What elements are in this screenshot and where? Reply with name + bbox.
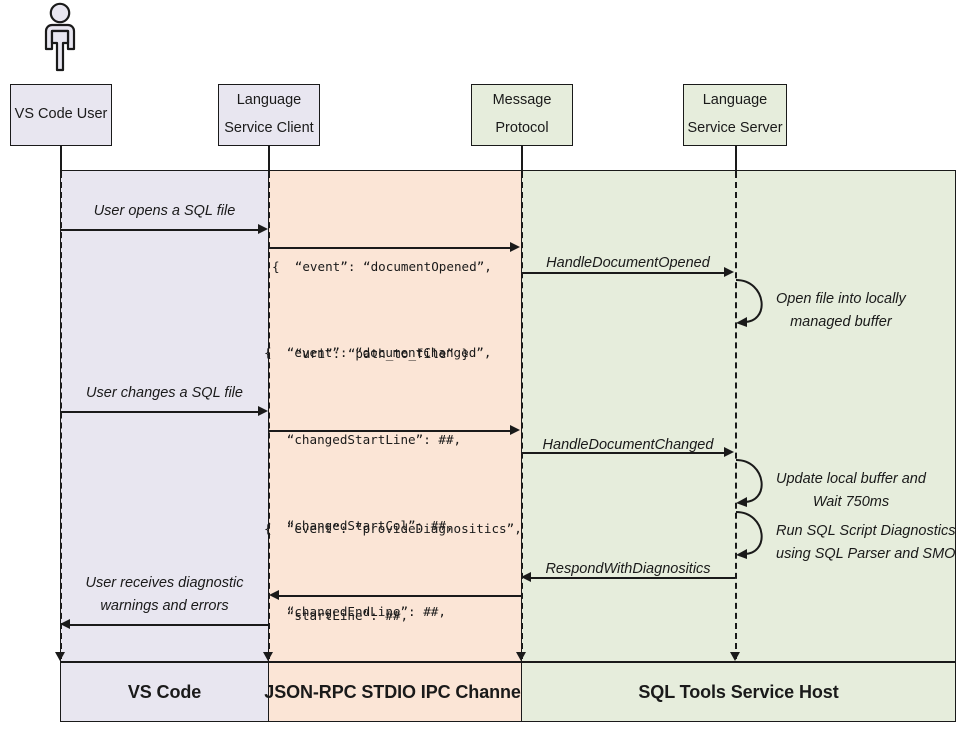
participant-label-line1: Message	[492, 92, 552, 109]
message-line-user-changes-file	[60, 411, 259, 413]
participant-language-server[interactable]: Language Service Server	[683, 84, 787, 146]
footer-vscode: VS Code	[60, 662, 269, 722]
message-label-line2: warnings and errors	[100, 598, 229, 615]
lifeline-stub-language-client	[268, 146, 270, 172]
self-call-run-sql-script-diagnostics	[733, 508, 779, 560]
participant-language-client[interactable]: Language Service Client	[218, 84, 320, 146]
note-line: Wait 750ms	[812, 494, 890, 511]
arrowhead-client-to-protocol-opened	[510, 242, 520, 252]
note-line: Update local buffer and	[776, 471, 926, 487]
lifeline-end-arrow-language-server	[730, 652, 740, 661]
lifeline-message-protocol	[521, 172, 523, 659]
participant-label-line1: Language	[702, 92, 768, 109]
payload-line: “changedStartLine”: ##,	[264, 431, 462, 447]
lifeline-end-arrow-message-protocol	[516, 652, 526, 661]
self-call-note-open-file-into-buffer: Open file into locally managed buffer	[776, 288, 906, 335]
message-line-user-opens-file	[60, 229, 259, 231]
arrowhead-client-to-protocol-changed	[510, 425, 520, 435]
message-label-handle-document-changed: HandleDocumentChanged	[542, 437, 714, 453]
lifeline-end-arrow-language-client	[263, 652, 273, 661]
lifeline-stub-vscode-user	[60, 146, 62, 172]
message-line-handle-document-changed	[522, 452, 725, 454]
message-label-user-opens-file: User opens a SQL file	[93, 203, 236, 219]
lifeline-language-client	[268, 172, 270, 659]
payload-line: “changedEndLine”: ##,	[264, 603, 446, 619]
participant-label-line2: Service Client	[224, 120, 314, 136]
note-line: using SQL Parser and SMO	[776, 546, 956, 563]
message-line-respond-with-diagnostics	[531, 577, 735, 579]
payload-line: “uri”: “path_to_file” }	[272, 345, 470, 361]
footer-label: VS Code	[127, 681, 202, 702]
lifeline-stub-message-protocol	[521, 146, 523, 172]
participant-label-line2: Service Server	[687, 120, 783, 136]
payload-line: “startLine”: ##,	[264, 607, 409, 623]
note-line: managed buffer	[790, 314, 892, 331]
participant-label: VS Code User	[14, 106, 108, 123]
message-label-handle-document-opened: HandleDocumentOpened	[546, 255, 710, 271]
participant-label-line1: Language	[236, 92, 302, 109]
lifeline-stub-language-server	[735, 146, 737, 172]
message-line-client-to-protocol-changed	[269, 430, 511, 432]
arrowhead-user-opens-file	[258, 224, 268, 234]
message-line-client-to-protocol-opened	[269, 247, 511, 249]
footer-service-host: SQL Tools Service Host	[521, 662, 956, 722]
participant-label-line2: Protocol	[495, 120, 549, 136]
self-call-note-update-buffer-and-wait: Update local buffer and Wait 750ms	[776, 468, 926, 515]
payload-line: “changedStartCol”: ##,	[264, 517, 454, 533]
arrowhead-handle-document-opened	[724, 267, 734, 277]
lifeline-language-server	[735, 172, 737, 659]
lifeline-vscode-user	[60, 172, 62, 659]
footer-label: JSON-RPC STDIO IPC Channel	[264, 681, 526, 702]
footer-ipc-channel: JSON-RPC STDIO IPC Channel	[264, 662, 526, 722]
message-line-protocol-to-client-diagnostics	[279, 595, 521, 597]
message-line-handle-document-opened	[522, 272, 725, 274]
message-label-user-receives-diagnostics: User receives diagnostic warnings and er…	[60, 572, 269, 619]
message-line-user-receives-diagnostics	[70, 624, 269, 626]
participant-message-protocol[interactable]: Message Protocol	[471, 84, 573, 146]
payload-line: { “event”: “documentOpened”,	[272, 259, 492, 275]
self-call-open-file-into-buffer	[733, 276, 779, 328]
lane-ipc-channel	[268, 170, 522, 662]
note-line: Open file into locally	[776, 291, 906, 307]
payload-line: { “event”: “documentChanged”,	[264, 345, 492, 361]
message-label-line1: User receives diagnostic	[85, 575, 244, 591]
lane-service-host	[521, 170, 956, 662]
arrowhead-respond-with-diagnostics	[521, 572, 531, 582]
arrowhead-protocol-to-client-diagnostics	[269, 590, 279, 600]
footer-label: SQL Tools Service Host	[638, 681, 839, 702]
lifeline-end-arrow-vscode-user	[55, 652, 65, 661]
payload-document-opened: { “event”: “documentOpened”, “uri”: “pat…	[272, 196, 492, 426]
participant-vscode-user[interactable]: VS Code User	[10, 84, 112, 146]
arrowhead-user-changes-file	[258, 406, 268, 416]
message-label-respond-with-diagnostics: RespondWithDiagnositics	[545, 561, 711, 577]
lane-vscode	[60, 170, 269, 662]
message-label-user-changes-file: User changes a SQL file	[86, 385, 243, 401]
self-call-update-buffer-and-wait	[733, 456, 779, 508]
note-line: Run SQL Script Diagnostics	[776, 523, 956, 539]
payload-line: { “event”: “provideDiagnositics”,	[264, 521, 522, 537]
self-call-note-run-sql-script-diagnostics: Run SQL Script Diagnostics using SQL Par…	[776, 520, 955, 567]
arrowhead-user-receives-diagnostics	[60, 619, 70, 629]
arrowhead-handle-document-changed	[724, 447, 734, 457]
person-icon	[36, 2, 84, 72]
